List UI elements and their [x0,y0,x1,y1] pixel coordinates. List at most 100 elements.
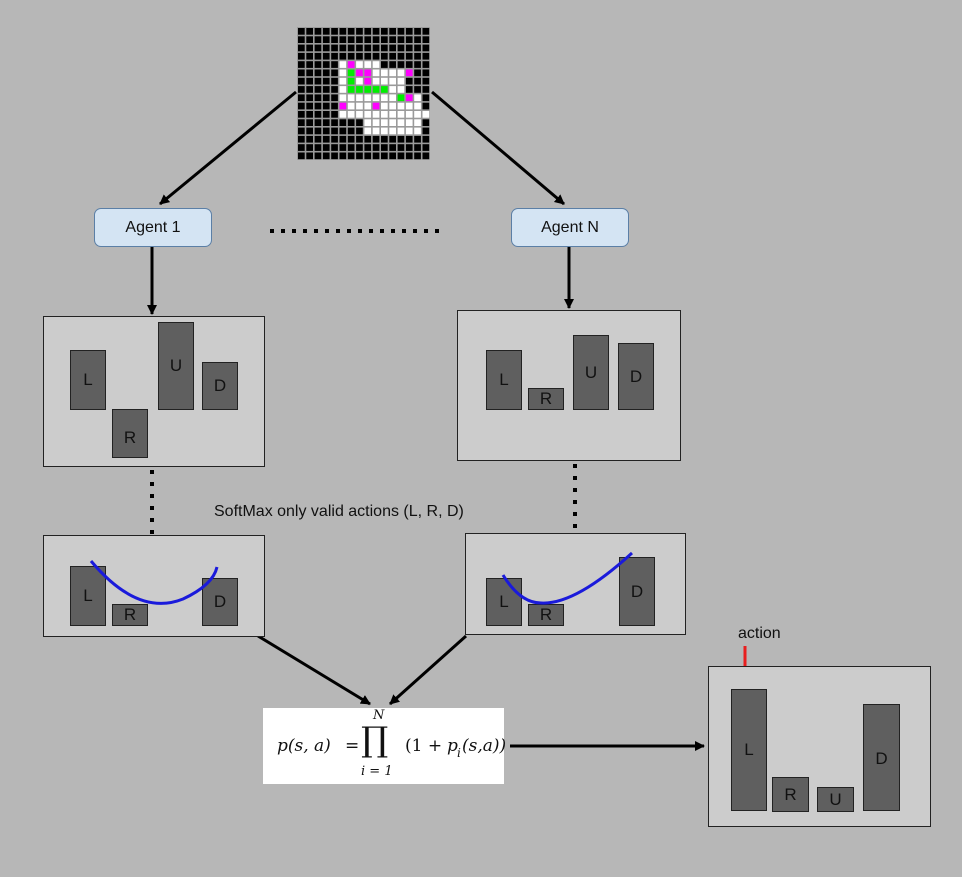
grid-cell [314,94,322,102]
grid-cell [422,36,430,43]
grid-cell [372,94,380,102]
grid-cell [414,61,421,68]
grid-cell [389,69,396,77]
grid-cell [306,36,313,43]
agentN-bar-l: L [486,350,522,410]
grid-cell [414,52,421,60]
grid-cell [397,127,405,135]
grid-cell [389,135,396,143]
grid-cell [298,135,305,143]
grid-cell [422,152,430,160]
grid-cell [405,135,413,143]
grid-cell [347,102,355,110]
grid-cell [298,44,305,52]
grid-cell [322,127,330,135]
action-label: action [738,625,781,642]
grid-cell [405,152,413,160]
grid-cell [372,36,380,43]
final-bar-d: D [863,704,900,811]
grid-cell [381,127,388,135]
grid-cell [339,127,347,135]
grid-cell [322,61,330,68]
grid-cell [322,94,330,102]
final-bar-l: L [731,689,767,811]
grid-cell [422,94,430,102]
grid-cell [372,144,380,151]
grid-cell [389,94,396,102]
grid-cell [414,152,421,160]
grid-cell [331,94,338,102]
grid-cell [298,94,305,102]
grid-cell [364,86,372,93]
formula-lower-bound-text: i = 1 [361,764,393,779]
agentN-bar-r: R [528,388,564,410]
final-bar-u: U [817,787,854,812]
grid-cell [322,135,330,143]
grid-cell [322,36,330,43]
grid-cell [405,111,413,118]
grid-cell [397,52,405,60]
grid-cell [364,135,372,143]
grid-cell [397,152,405,160]
grid-cell [397,135,405,143]
grid-cell [322,77,330,85]
grid-cell [372,152,380,160]
grid-cell [389,152,396,160]
grid-cell [347,69,355,77]
grid-cell [364,44,372,52]
grid-cell [405,119,413,126]
grid-cell [331,102,338,110]
grid-cell [339,28,347,35]
grid-cell [381,111,388,118]
grid-cell [347,52,355,60]
grid-cell [381,61,388,68]
grid-cell [397,119,405,126]
grid-cell [389,144,396,151]
formula-lower-bound: i = 1 [361,764,393,779]
grid-cell [356,102,363,110]
grid-cell [306,135,313,143]
grid-cell [331,119,338,126]
grid-cell [372,61,380,68]
grid-cell [422,44,430,52]
agentN-softmax-bar-l: L [486,578,522,626]
grid-cell [347,152,355,160]
grid-cell [339,94,347,102]
grid-cell [356,28,363,35]
grid-cell [347,127,355,135]
formula-equals: = [345,736,360,756]
grid-cell [347,77,355,85]
grid-cell [414,77,421,85]
agent-n-box: Agent N [511,208,629,247]
grid-cell [331,69,338,77]
grid-cell [356,94,363,102]
grid-cell [397,77,405,85]
grid-cell [298,69,305,77]
grid-cell [322,152,330,160]
grid-cell [331,77,338,85]
agent1-bar-l: L [70,350,106,410]
grid-cell [298,152,305,160]
grid-cell [405,94,413,102]
grid-cell [389,77,396,85]
agent1-qvalue-panel: L R U D [43,316,265,467]
grid-cell [381,86,388,93]
grid-cell [397,61,405,68]
grid-cell [306,52,313,60]
formula-upper-bound: N [373,708,385,723]
grid-cell [298,52,305,60]
grid-cell [422,102,430,110]
grid-cell [356,127,363,135]
grid-cell [314,127,322,135]
grid-cell [306,127,313,135]
grid-cell [331,152,338,160]
agent1-softmax-bar-r: R [112,604,148,626]
grid-cell [339,69,347,77]
grid-cell [372,86,380,93]
agentN-softmax-panel: L R D [465,533,686,635]
grid-cell [372,52,380,60]
grid-cell [414,111,421,118]
grid-cell [422,69,430,77]
formula-rhs-subscript: i [457,746,461,760]
